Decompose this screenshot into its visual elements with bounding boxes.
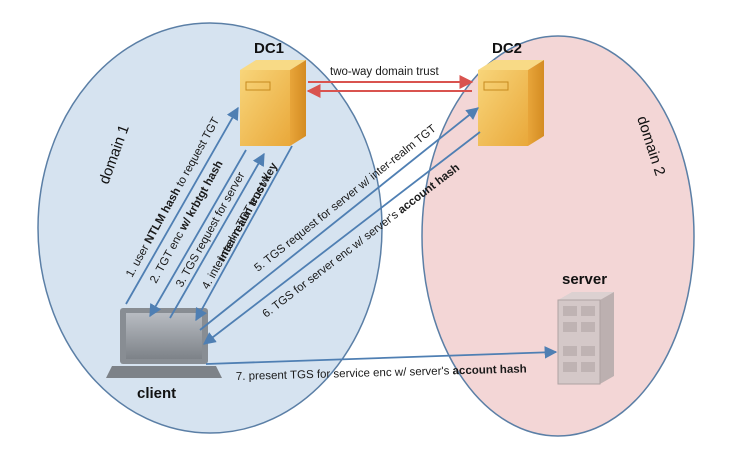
dc2-icon <box>478 60 544 146</box>
step5-arrow <box>199 107 479 331</box>
client-laptop-icon <box>106 308 222 378</box>
step6-arrow <box>203 131 481 345</box>
step4-arrow <box>195 145 293 322</box>
dc1-label: DC1 <box>254 40 284 57</box>
dc1-icon <box>240 60 306 146</box>
step1-arrow <box>125 106 239 305</box>
step2-arrow <box>149 149 247 318</box>
client-label: client <box>137 385 176 402</box>
step7-arrow <box>205 346 558 365</box>
server-icon <box>557 292 614 385</box>
dc2-label: DC2 <box>492 40 522 57</box>
trust-label: two-way domain trust <box>330 66 439 78</box>
server-label: server <box>562 271 607 288</box>
step7-label: 7. present TGS for service enc w/ server… <box>236 363 527 383</box>
step3-arrow <box>169 152 265 319</box>
